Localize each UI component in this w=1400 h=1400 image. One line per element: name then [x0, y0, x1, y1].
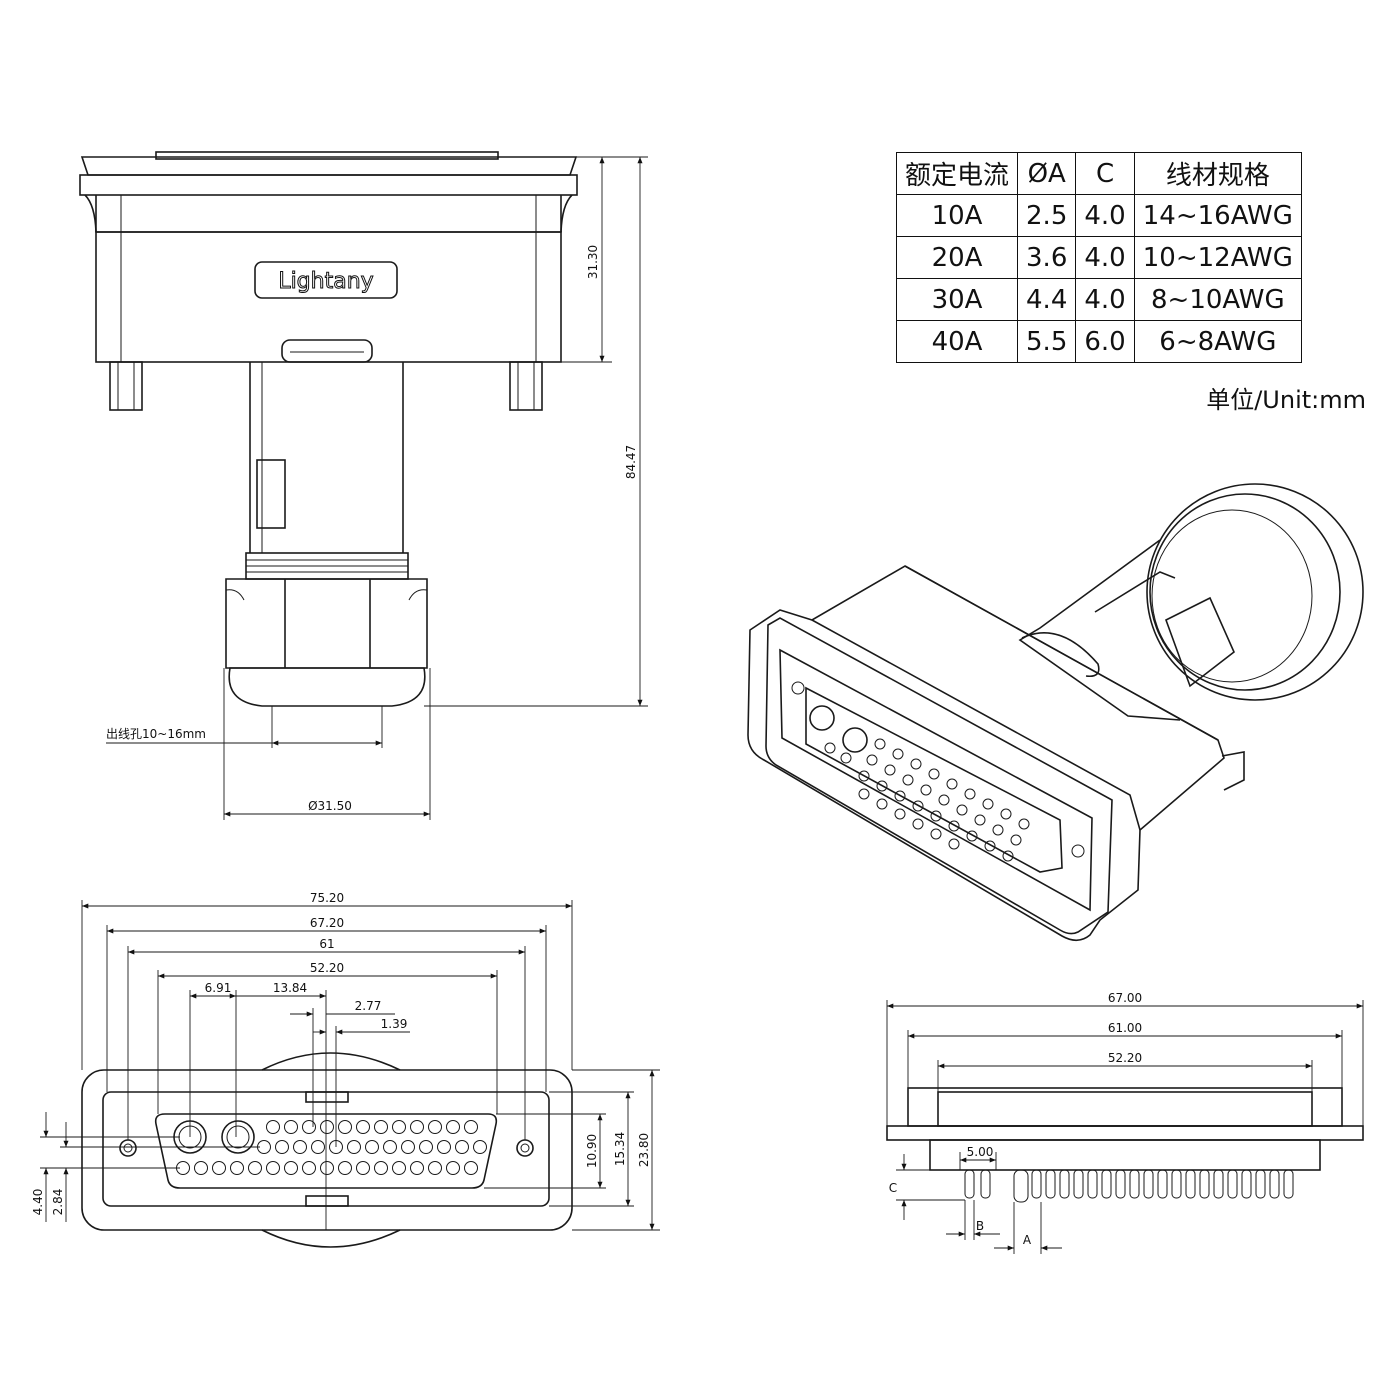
dim-6-91: 6.91: [205, 981, 232, 995]
cell-c: 6.0: [1075, 320, 1135, 363]
dim-diameter: Ø31.50: [308, 799, 352, 813]
cable-hole-label: 出线孔10~16mm: [106, 727, 206, 741]
bolt-left: [109, 361, 143, 411]
dim-10-90: 10.90: [585, 1134, 599, 1168]
cell-current: 20A: [895, 236, 1019, 279]
dim-b-label: B: [976, 1219, 984, 1233]
cell-awg: 6~8AWG: [1133, 320, 1302, 363]
cell-c: 4.0: [1075, 236, 1135, 279]
spec-row: 20A 3.6 4.0 10~12AWG: [895, 236, 1302, 279]
dim-c-label: C: [889, 1181, 897, 1195]
cell-diameter: 5.5: [1017, 320, 1077, 363]
dim-52-20: 52.20: [310, 961, 344, 975]
bottom-pins: [964, 1169, 1294, 1203]
dim-67-00: 67.00: [1108, 991, 1142, 1005]
dim-84-47: 84.47: [624, 445, 638, 479]
dim-61-00: 61.00: [1108, 1021, 1142, 1035]
cell-current: 40A: [895, 320, 1019, 363]
bolt-right: [509, 361, 543, 411]
cell-diameter: 3.6: [1017, 236, 1077, 279]
bottom-view: [886, 1000, 1364, 1254]
header-diameter-a: ØA: [1017, 152, 1077, 195]
cell-awg: 14~16AWG: [1133, 194, 1302, 237]
dim-4-40: 4.40: [31, 1189, 45, 1216]
spec-row: 10A 2.5 4.0 14~16AWG: [895, 194, 1302, 237]
unit-note: 单位/Unit:mm: [1206, 386, 1366, 414]
dim-31-30: 31.30: [586, 245, 600, 279]
dim-2-77: 2.77: [355, 999, 382, 1013]
header-wire-gauge: 线材规格: [1133, 152, 1302, 195]
dim-15-34: 15.34: [613, 1132, 627, 1166]
dim-23-80: 23.80: [637, 1133, 651, 1167]
header-rated-current: 额定电流: [895, 152, 1019, 195]
cell-awg: 8~10AWG: [1133, 278, 1302, 321]
isometric-view: [747, 483, 1364, 942]
spec-table: 额定电流 ØA C 线材规格 10A 2.5 4.0 14~16AWG 20A …: [895, 152, 1302, 363]
cell-current: 30A: [895, 278, 1019, 321]
front-view: [40, 900, 660, 1248]
side-view: [79, 151, 648, 820]
dim-67-20: 67.20: [310, 916, 344, 930]
brand-logo-text: Lightany: [278, 269, 373, 294]
front-contacts: [176, 1120, 487, 1175]
spec-row: 30A 4.4 4.0 8~10AWG: [895, 278, 1302, 321]
dimension-labels: Lightany 31.30 84.47 出线孔10~16mm Ø31.50 7…: [31, 245, 1142, 1247]
cell-diameter: 2.5: [1017, 194, 1077, 237]
header-c: C: [1075, 152, 1135, 195]
spec-header-row: 额定电流 ØA C 线材规格: [895, 152, 1302, 195]
spec-row: 40A 5.5 6.0 6~8AWG: [895, 320, 1302, 363]
cell-c: 4.0: [1075, 194, 1135, 237]
dim-61: 61: [319, 937, 334, 951]
cell-current: 10A: [895, 194, 1019, 237]
cell-awg: 10~12AWG: [1133, 236, 1302, 279]
dim-a-label: A: [1023, 1233, 1032, 1247]
dim-52-20-bottom: 52.20: [1108, 1051, 1142, 1065]
dim-5-00: 5.00: [967, 1145, 994, 1159]
iso-contacts: [824, 738, 1030, 862]
brand-logo-frame: [254, 261, 398, 299]
dim-13-84: 13.84: [273, 981, 307, 995]
cell-diameter: 4.4: [1017, 278, 1077, 321]
dim-1-39: 1.39: [381, 1017, 408, 1031]
dim-2-84: 2.84: [51, 1189, 65, 1216]
cell-c: 4.0: [1075, 278, 1135, 321]
dim-75-20: 75.20: [310, 891, 344, 905]
